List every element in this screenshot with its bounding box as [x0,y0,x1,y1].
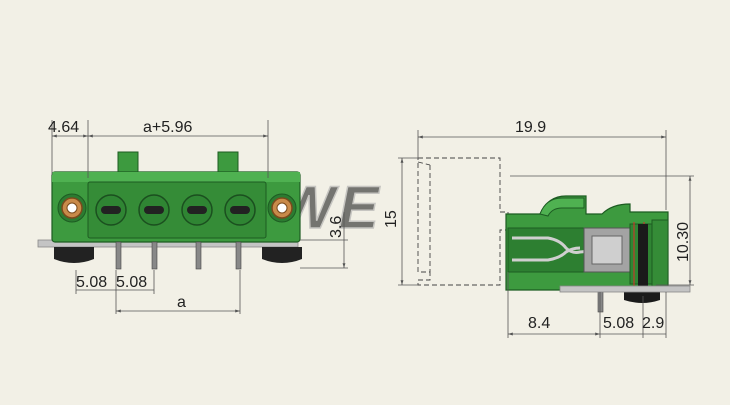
contact-slot [95,194,127,226]
mounting-screw-left [57,193,87,223]
screw-head [624,290,660,303]
screw-shaft [638,224,648,294]
front-view: 4.64 a+5.96 3.6 5.08 5.08 a [37,119,348,314]
side-pcb-board [559,285,691,293]
dim-side-label: 4.64 [48,119,79,136]
contact-slot [224,194,256,226]
standoff-right [262,247,302,263]
pcb-pins [115,241,242,270]
dim-top-label: a+5.96 [143,119,192,136]
contact-slots [95,194,256,226]
dim-total-height-label: 15 [383,210,400,228]
dim-body-height-label: 10.30 [675,222,692,262]
dim-length-label: 19.9 [515,119,546,136]
contact-slot [181,194,213,226]
dim-pitch-label: 5.08 [603,315,634,332]
standoff-left [54,247,94,263]
latch-left [117,151,139,175]
latch-arm [539,197,585,217]
dim-pitch-2-label: 5.08 [116,274,147,291]
dim-height-label: 3.6 [328,216,345,238]
side-view: 19.9 15 10.30 8.4 5.08 2.9 [383,119,694,338]
latch-right [217,151,239,175]
mating-plug-outline [417,157,509,286]
mounting-screw-right [267,193,297,223]
dim-pin-offset-label: 8.4 [528,315,550,332]
spring-contact [512,236,605,262]
dim-span-label: a [177,294,186,311]
dim-pin-edge-label: 2.9 [642,315,664,332]
dim-pitch-1-label: 5.08 [76,274,107,291]
contact-slot [138,194,170,226]
